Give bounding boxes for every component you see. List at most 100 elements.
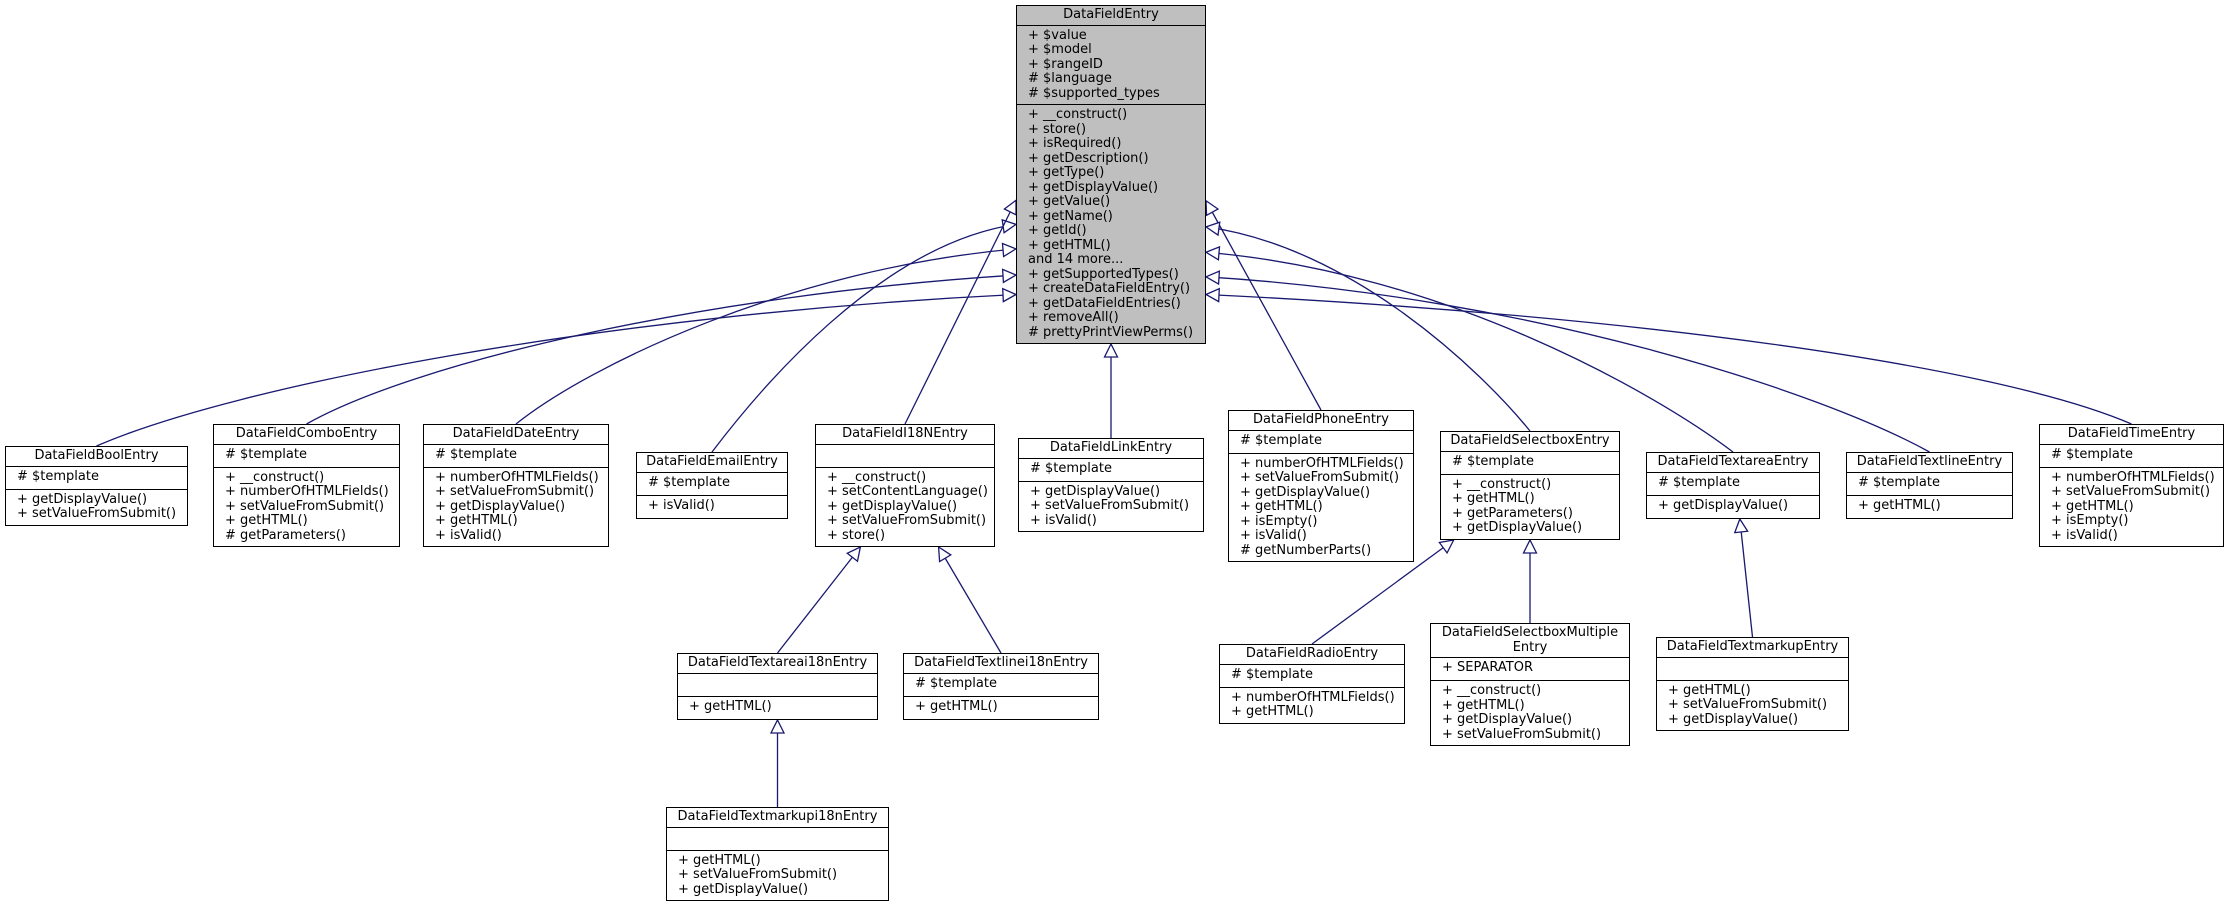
class-method: + isValid() xyxy=(435,527,502,543)
class-box-combo[interactable]: DataFieldComboEntry# $template+ __constr… xyxy=(213,424,400,547)
class-box-selmulti[interactable]: DataFieldSelectboxMultiple Entry+ SEPARA… xyxy=(1430,623,1630,746)
class-method: + isEmpty() xyxy=(2051,513,2129,528)
class-box-selectbox[interactable]: DataFieldSelectboxEntry# $template+ __co… xyxy=(1440,431,1620,540)
class-method: + getDisplayValue() xyxy=(827,498,958,514)
class-method: + getHTML() xyxy=(1452,491,1535,506)
class-method: + getSupportedTypes() xyxy=(1028,266,1179,282)
class-box-textareai18n[interactable]: DataFieldTextareai18nEntry + getHTML() xyxy=(677,653,878,720)
class-methods-section: + getHTML() xyxy=(678,695,877,719)
class-method: + getDisplayValue() xyxy=(1028,179,1159,195)
inherit-arrowhead-time xyxy=(1204,287,1220,303)
class-method: + setValueFromSubmit() xyxy=(435,484,595,499)
class-box-email[interactable]: DataFieldEmailEntry# $template+ isValid(… xyxy=(636,452,788,519)
class-method: + __construct() xyxy=(1442,683,1542,698)
class-attribute: + $rangeID xyxy=(1028,56,1103,72)
class-method: + isValid() xyxy=(648,497,715,513)
class-box-link[interactable]: DataFieldLinkEntry# $template+ getDispla… xyxy=(1018,438,1204,532)
class-method: + getDisplayValue() xyxy=(678,881,809,897)
class-method: + getHTML() xyxy=(1028,237,1111,253)
inherit-edge-date xyxy=(515,248,1017,425)
class-method: + isRequired() xyxy=(1028,136,1122,151)
class-method: + getDisplayValue() xyxy=(1240,484,1371,500)
class-box-radio[interactable]: DataFieldRadioEntry# $template+ numberOf… xyxy=(1219,644,1405,724)
class-method: + setValueFromSubmit() xyxy=(1240,470,1400,485)
class-method: + store() xyxy=(1028,121,1087,137)
class-box-i18n[interactable]: DataFieldI18NEntry+ __construct()+ setCo… xyxy=(815,424,995,547)
class-method: + __construct() xyxy=(1028,107,1128,122)
class-box-textmarkupi18n[interactable]: DataFieldTextmarkupi18nEntry+ getHTML()+… xyxy=(666,807,889,901)
class-method: + setValueFromSubmit() xyxy=(17,506,177,521)
class-box-textlinei18n[interactable]: DataFieldTextlinei18nEntry# $template+ g… xyxy=(903,653,1099,720)
class-methods-section: + getHTML() xyxy=(1847,494,2012,518)
class-attribute: # $template xyxy=(1231,666,1313,682)
class-method: + isValid() xyxy=(2051,527,2118,543)
class-attribute: # $template xyxy=(2051,446,2133,462)
class-attributes-section: # $template xyxy=(214,443,399,467)
class-method: + getDisplayValue() xyxy=(1030,483,1161,499)
class-method: + getHTML() xyxy=(1231,704,1314,719)
class-method: + getDescription() xyxy=(1028,150,1149,166)
class-name: DataFieldTextareai18nEntry xyxy=(687,655,868,670)
inherit-edge-textmarkup xyxy=(1739,518,1754,638)
class-attributes-section xyxy=(816,443,994,467)
class-box-textline[interactable]: DataFieldTextlineEntry# $template+ getHT… xyxy=(1846,452,2013,519)
class-name: DataFieldTextmarkupi18nEntry xyxy=(677,809,878,824)
class-method: + setValueFromSubmit() xyxy=(225,498,385,514)
inherit-edge-combo xyxy=(306,274,1017,425)
class-box-textarea[interactable]: DataFieldTextareaEntry# $template+ getDi… xyxy=(1646,452,1820,519)
class-method: + removeAll() xyxy=(1028,310,1119,325)
class-method: + getHTML() xyxy=(678,852,761,868)
inherit-edge-time xyxy=(1205,293,2132,425)
class-method: + setContentLanguage() xyxy=(827,484,988,499)
inherit-arrowhead-email xyxy=(1001,218,1018,234)
class-box-date[interactable]: DataFieldDateEntry# $template+ numberOfH… xyxy=(423,424,609,547)
class-method: + numberOfHTMLFields() xyxy=(435,469,599,485)
class-box-textmarkup[interactable]: DataFieldTextmarkupEntry+ getHTML()+ set… xyxy=(1656,637,1849,731)
inherit-arrowhead-date xyxy=(1001,242,1018,258)
class-attribute: # $template xyxy=(915,675,997,691)
class-name: DataFieldTextlineEntry xyxy=(1856,454,2003,469)
inherit-arrowhead-radio xyxy=(1438,539,1455,555)
class-box-phone[interactable]: DataFieldPhoneEntry# $template+ numberOf… xyxy=(1228,410,1414,562)
class-method: + getHTML() xyxy=(225,513,308,528)
class-attribute: # $template xyxy=(1030,460,1112,476)
class-method: + __construct() xyxy=(1452,476,1552,492)
class-name: DataFieldTextlinei18nEntry xyxy=(914,655,1088,670)
class-method: + isEmpty() xyxy=(1240,513,1318,529)
class-method: + setValueFromSubmit() xyxy=(678,867,838,882)
inherit-edge-selectbox xyxy=(1205,226,1531,432)
class-method: + getDisplayValue() xyxy=(1452,520,1583,535)
class-box-base[interactable]: DataFieldEntry+ $value+ $model+ $rangeID… xyxy=(1016,5,1206,344)
inherit-edge-i18n xyxy=(904,199,1017,425)
class-method: + getDisplayValue() xyxy=(1658,497,1789,513)
class-method: + isValid() xyxy=(1240,528,1307,543)
class-name: DataFieldEmailEntry xyxy=(646,454,778,469)
class-attribute: + SEPARATOR xyxy=(1442,660,1533,675)
class-methods-section: + __construct()+ getHTML()+ getParameter… xyxy=(1441,473,1619,539)
class-box-time[interactable]: DataFieldTimeEntry# $template+ numberOfH… xyxy=(2039,424,2224,547)
class-method: # getNumberParts() xyxy=(1240,542,1372,558)
class-methods-section: + getDisplayValue() xyxy=(1647,494,1819,518)
class-box-bool[interactable]: DataFieldBoolEntry# $template+ getDispla… xyxy=(5,446,188,526)
class-method: + createDataFieldEntry() xyxy=(1028,281,1191,296)
inherit-arrowhead-textlinei18n xyxy=(937,545,953,563)
class-attribute: # $template xyxy=(225,446,307,462)
inherit-arrowhead-textareai18n xyxy=(846,545,862,563)
class-attributes-section: # $template xyxy=(1220,663,1404,687)
inherit-arrowhead-textarea xyxy=(1204,245,1221,261)
inherit-edge-phone xyxy=(1205,200,1322,411)
inherit-arrowhead-selmulti xyxy=(1522,538,1538,554)
inherit-edge-textarea xyxy=(1205,251,1734,453)
class-attributes-section xyxy=(678,672,877,696)
class-attributes-section: # $template xyxy=(1441,450,1619,474)
class-methods-section: + numberOfHTMLFields()+ setValueFromSubm… xyxy=(2040,466,2223,547)
class-method: + getName() xyxy=(1028,208,1113,224)
class-name: DataFieldComboEntry xyxy=(235,426,378,441)
class-method: # prettyPrintViewPerms() xyxy=(1028,324,1194,340)
class-attributes-section: # $template xyxy=(1647,471,1819,495)
inherit-arrowhead-link xyxy=(1103,342,1119,358)
inherit-arrowhead-textmarkup xyxy=(1733,517,1749,534)
class-method: + setValueFromSubmit() xyxy=(1442,726,1602,742)
class-methods-section: + getDisplayValue()+ setValueFromSubmit(… xyxy=(6,488,187,525)
inherit-arrowhead-i18n xyxy=(1003,198,1017,216)
